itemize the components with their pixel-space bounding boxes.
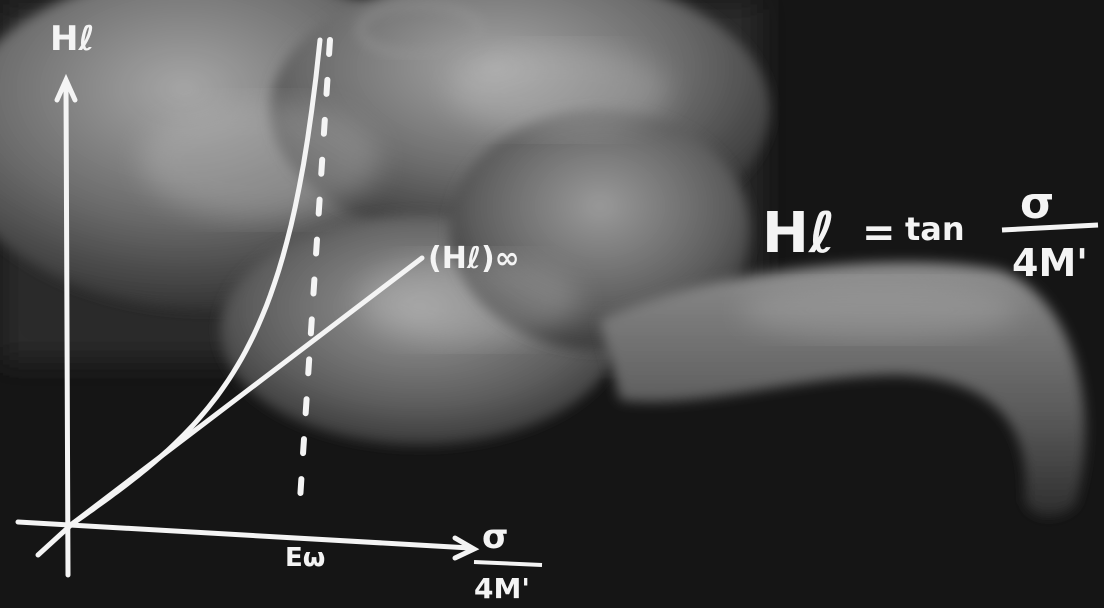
x-axis-label-fraction-bar <box>474 562 542 565</box>
x-tick-label: Eω <box>285 543 325 573</box>
equation-function: tan <box>905 210 965 248</box>
curve-label-linear: (Hℓ)∞ <box>428 241 520 276</box>
x-axis <box>18 522 470 548</box>
equation-lhs: Hℓ <box>762 201 835 266</box>
y-axis <box>66 85 68 575</box>
curve-linear <box>72 258 422 524</box>
curve-tan <box>72 40 320 524</box>
equation-numerator: σ <box>1020 178 1054 229</box>
equation-denominator: 4M' <box>1012 241 1088 285</box>
chart-curves <box>72 40 422 524</box>
equation-fraction-bar <box>1002 225 1098 230</box>
equation: Hℓ = tan σ 4M' <box>762 178 1098 285</box>
y-axis-label: Hℓ <box>50 19 95 59</box>
x-axis-label-numerator: σ <box>482 517 508 557</box>
equation-equals: = <box>862 210 896 256</box>
asymptote-dashed <box>300 40 330 500</box>
x-axis-label-denominator: 4M' <box>474 572 530 605</box>
